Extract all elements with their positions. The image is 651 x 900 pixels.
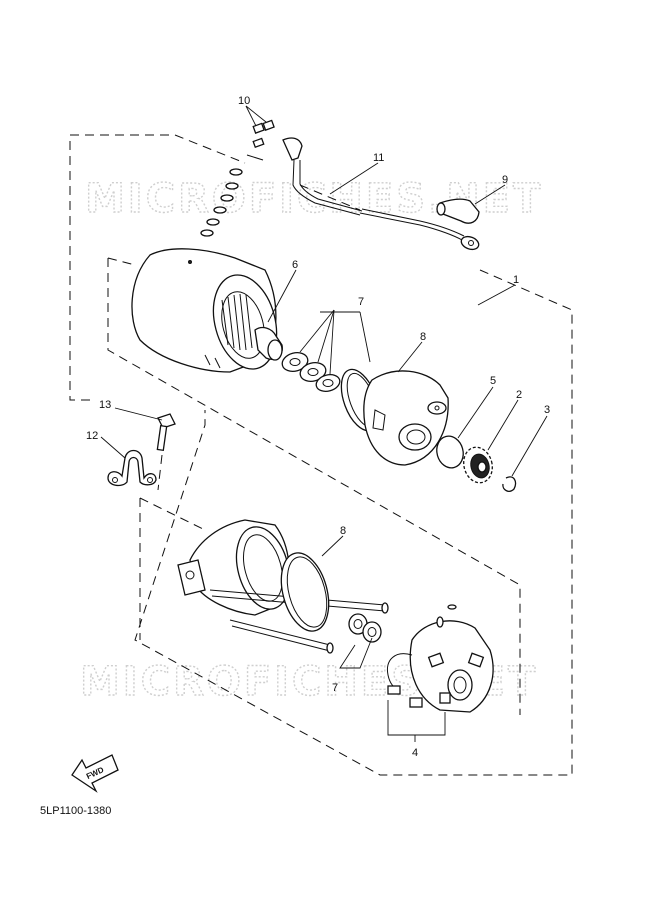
terminal-cap: [436, 198, 480, 224]
callout-9: 9: [502, 174, 508, 186]
callout-13: 13: [99, 399, 111, 411]
washer-set-upper: [281, 352, 341, 392]
callout-12: 12: [86, 430, 98, 442]
callout-1: 1: [513, 274, 519, 286]
callout-7-upper: 7: [358, 296, 364, 308]
assembly-boundary: [69, 134, 573, 776]
cable-clamp-bracket: [107, 449, 157, 487]
callout-4: 4: [412, 747, 418, 759]
o-ring-lower: [280, 552, 330, 632]
fwd-arrow-icon: FWD: [71, 754, 119, 793]
callout-10: 10: [238, 95, 250, 107]
callout-2: 2: [516, 389, 522, 401]
circlip: [502, 476, 517, 492]
diagram-code: 5LP1100-1380: [40, 805, 112, 817]
callout-5: 5: [490, 375, 496, 387]
callout-8-upper: 8: [420, 331, 426, 343]
lower-group-boundary: [139, 497, 206, 640]
callout-6: 6: [292, 259, 298, 271]
upper-group-boundary: [107, 257, 521, 715]
bolt-guide-line: [157, 454, 163, 491]
pinion-gear: [463, 446, 493, 484]
callout-11: 11: [373, 152, 384, 164]
callout-3: 3: [544, 404, 550, 416]
o-ring-small: [436, 435, 464, 469]
mounting-bolt: [156, 413, 176, 452]
leader-lines: [100, 105, 548, 742]
brush-holder-assembly: [386, 604, 494, 713]
washer-set-lower: [348, 613, 382, 643]
callout-8-lower: 8: [340, 525, 346, 537]
rear-housing: [177, 519, 389, 654]
starter-motor-yoke: [131, 248, 283, 373]
starter-front-cover: [363, 370, 449, 466]
callout-7-lower: 7: [332, 682, 338, 694]
starter-lead-wire: [282, 137, 480, 251]
